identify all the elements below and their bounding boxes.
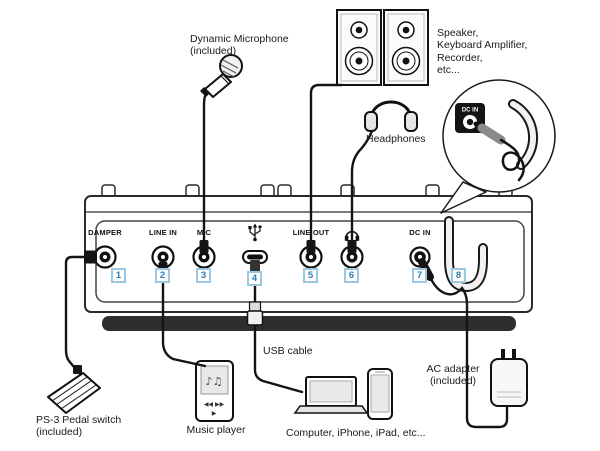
- line-out-cable: [306, 83, 344, 253]
- connector-number-7: 7: [412, 268, 427, 283]
- callout-hook: [508, 99, 539, 170]
- label-usb-cable: USB cable: [263, 345, 313, 357]
- key-gap-tabs: [101, 184, 513, 198]
- pedal-cable: [64, 250, 98, 375]
- cord-hook: [444, 216, 488, 293]
- label-ac-adapter: AC adapter (included): [426, 363, 480, 388]
- connector-number-8: 8: [451, 268, 466, 283]
- label-music-player: Music player: [186, 424, 246, 436]
- connector-number-1: 1: [111, 268, 126, 283]
- music-player-notes: ♪♫: [206, 375, 223, 388]
- jack-label-line-out: LINE OUT: [292, 228, 330, 237]
- speakers-illustration: [336, 9, 429, 86]
- label-pedal-switch: PS-3 Pedal switch (included): [36, 414, 122, 439]
- headphones-cable: [347, 129, 374, 253]
- callout-dc-in-label: DC IN: [462, 108, 478, 114]
- label-computer: Computer, iPhone, iPad, etc...: [286, 427, 426, 439]
- pedal-switch-illustration: [47, 365, 101, 414]
- ac-adapter-illustration: [490, 349, 528, 407]
- connector-number-3: 3: [196, 268, 211, 283]
- label-dynamic-microphone: Dynamic Microphone (included): [190, 33, 289, 58]
- phones-jack: [340, 245, 364, 269]
- keyboard-shadow: [102, 316, 516, 331]
- label-speaker: Speaker, Keyboard Amplifier, Recorder, e…: [437, 27, 528, 77]
- connector-number-2: 2: [155, 268, 170, 283]
- jack-label-damper: DAMPER: [88, 228, 122, 237]
- label-headphones: Headphones: [366, 133, 426, 145]
- laptop-illustration: [293, 376, 369, 414]
- music-player-controls-top: ◀◀ ▶▶: [204, 401, 225, 408]
- connector-number-4: 4: [247, 271, 262, 286]
- phone-illustration: [367, 368, 393, 420]
- jack-label-line-in: LINE IN: [148, 228, 178, 237]
- music-player-illustration: ♪♫ ◀◀ ▶▶ ▶: [195, 360, 234, 422]
- damper-jack: [93, 245, 117, 269]
- microphone-illustration: [200, 54, 243, 98]
- magnifier-callout: DC IN: [440, 79, 556, 214]
- connector-number-5: 5: [303, 268, 318, 283]
- headphones-illustration: [364, 100, 418, 132]
- mic-cable: [199, 90, 209, 253]
- callout-cable-loop: [499, 138, 525, 182]
- callout-plug: [473, 121, 506, 145]
- connector-number-6: 6: [344, 268, 359, 283]
- usb-icon: [248, 223, 262, 242]
- music-player-controls-bottom: ▶: [212, 410, 217, 417]
- jack-label-dc-in: DC IN: [409, 228, 431, 237]
- jack-label-mic: MIC: [196, 228, 212, 237]
